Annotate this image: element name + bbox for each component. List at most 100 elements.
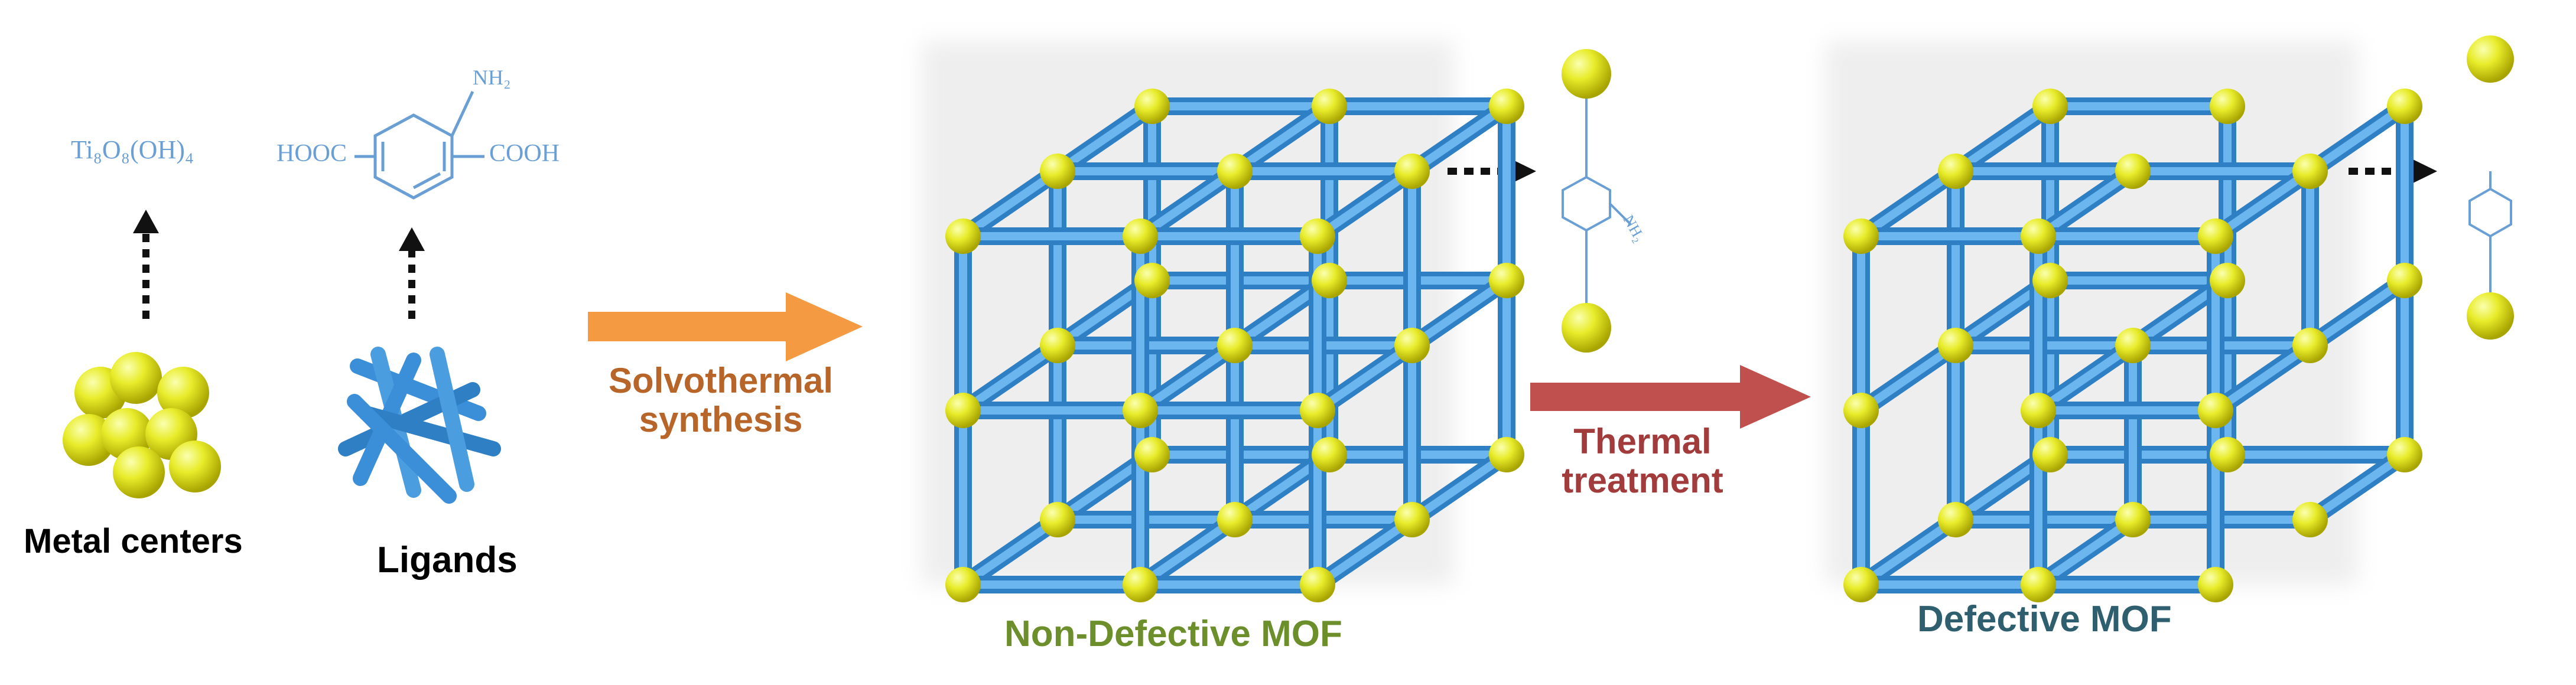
node-sphere-icon [1123,218,1158,254]
node-sphere-icon [1134,437,1170,472]
thermal-label: Thermal treatment [1530,422,1755,500]
strut-highlight [1315,516,1414,588]
node-sphere-icon [1134,263,1170,298]
node-sphere-icon [2032,89,2068,124]
node-sphere-icon [1394,328,1430,363]
strut-highlight [1315,168,1414,240]
node-sphere-icon [1123,567,1158,602]
node-sphere-icon [1489,263,1524,298]
node-sphere-icon [2021,567,2056,602]
linker-with-nodes [1562,49,1632,353]
node-sphere-icon [2210,437,2245,472]
node-sphere-icon [2198,393,2233,428]
hooc-label: HOOC [277,140,347,167]
strut-highlight [1859,342,1958,414]
strut-highlight [961,342,1060,414]
node-sphere-icon [1843,393,1879,428]
strut-highlight [1953,103,2053,175]
node-sphere-icon [945,567,981,602]
node-sphere-icon [2021,393,2056,428]
strut-highlight [1138,168,1237,240]
node-sphere-icon [1300,393,1335,428]
node-sphere-icon [1938,502,1973,537]
node-sphere-icon [1300,567,1335,602]
strut-highlight [1859,168,1958,240]
node-sphere-icon [1562,49,1611,99]
node-sphere-icon [2467,35,2514,83]
strut-highlight [1232,103,1332,175]
node-sphere-icon [1123,393,1158,428]
linker-molecule [354,90,484,200]
node-sphere-icon [1040,154,1075,189]
node-sphere-icon [1040,502,1075,537]
strut-highlight [1138,516,1237,588]
metal-center-sphere-icon [157,367,209,419]
defective-mof-lattice [1843,89,2422,602]
node-sphere-icon [2115,502,2151,537]
node-sphere-icon [1938,154,1973,189]
node-sphere-icon [2198,218,2233,254]
node-sphere-icon [1312,437,1347,472]
node-sphere-icon [2210,263,2245,298]
amine-label: NH₂ [473,66,511,89]
strut-highlight [2036,168,2135,240]
metal-formula: Ti₈O₈(OH)₄ [71,135,194,164]
node-sphere-icon [2198,567,2233,602]
node-sphere-icon [1489,437,1524,472]
strut-highlight [1859,516,1958,588]
node-sphere-icon [2467,292,2514,340]
node-sphere-icon [1843,567,1879,602]
node-sphere-icon [2021,218,2056,254]
node-sphere-icon [1217,328,1253,363]
node-sphere-icon [2032,263,2068,298]
node-sphere-icon [2292,328,2328,363]
strut-highlight [961,516,1060,588]
node-sphere-icon [2387,437,2422,472]
strut-highlight [1410,277,1509,349]
cooh-label: COOH [489,140,560,167]
node-sphere-icon [945,218,981,254]
strut-highlight [2213,168,2312,240]
solvothermal-arrow-icon [588,292,863,361]
metal-center-sphere-icon [63,414,115,466]
node-sphere-icon [1300,218,1335,254]
node-sphere-icon [1040,328,1075,363]
node-sphere-icon [1394,154,1430,189]
thermal-line2: treatment [1562,461,1723,500]
node-sphere-icon [1938,328,1973,363]
node-sphere-icon [1312,89,1347,124]
lattice-shadows [922,41,2357,585]
node-sphere-icon [2387,263,2422,298]
thermal-arrow-icon [1530,365,1811,429]
strut-highlight [2308,103,2407,175]
ligands-label: Ligands [377,540,518,580]
solvothermal-line1: Solvothermal [608,361,834,400]
node-sphere-icon [1134,89,1170,124]
strut-highlight [2036,342,2135,414]
strut-highlight [2308,277,2407,349]
metal-center-sphere-icon [110,352,162,404]
released-linker [2467,35,2514,340]
node-sphere-icon [1394,502,1430,537]
node-sphere-icon [2032,437,2068,472]
metal-centers-cluster [63,352,221,498]
node-sphere-icon [1217,154,1253,189]
strut-highlight [961,168,1060,240]
strut-highlight [1138,342,1237,414]
dotted-arrow-up-icon [133,210,425,319]
thermal-line1: Thermal [1573,422,1712,461]
ligands-bundle-icon [338,347,501,504]
strut-highlight [1410,103,1509,175]
node-sphere-icon [1562,303,1611,353]
strut-highlight [1315,342,1414,414]
strut-highlight [2308,451,2407,523]
strut-highlight [2036,516,2135,588]
node-sphere-icon [1217,502,1253,537]
node-sphere-icon [1843,218,1879,254]
metal-center-sphere-icon [113,446,165,498]
non-defective-mof-label: Non-Defective MOF [1004,614,1342,654]
node-sphere-icon [1489,89,1524,124]
defective-mof-label: Defective MOF [1917,599,2172,640]
node-sphere-icon [945,393,981,428]
